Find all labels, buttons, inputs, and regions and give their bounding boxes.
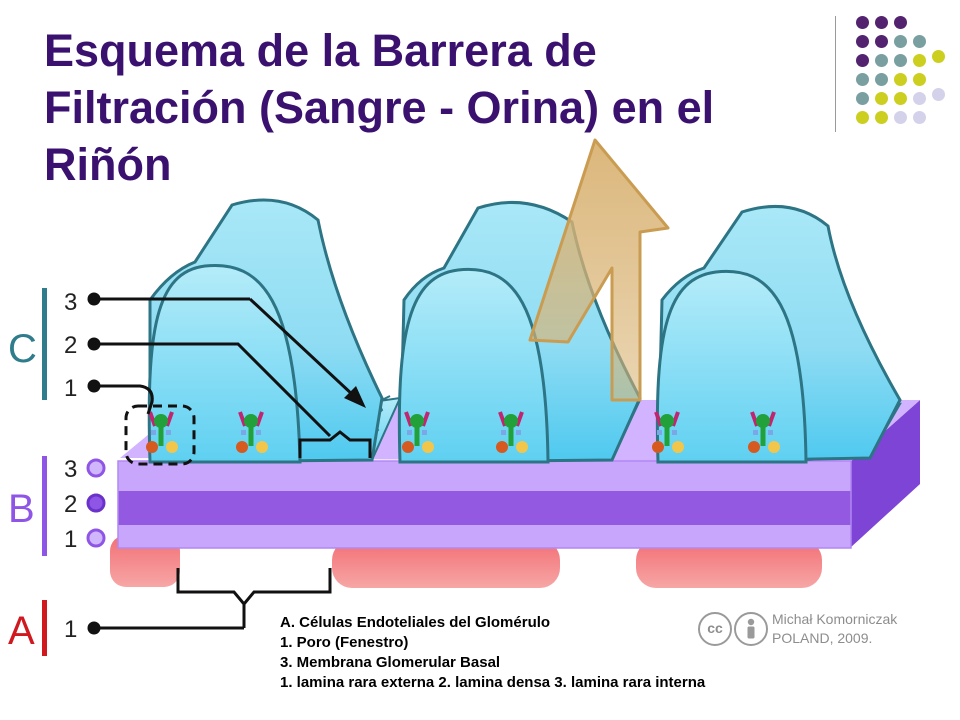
label-dot-c3 — [87, 292, 101, 306]
deco-dot — [913, 111, 926, 124]
deco-dot — [856, 73, 869, 86]
endothelial-cell — [636, 540, 822, 588]
deco-dot — [932, 88, 945, 101]
deco-dot — [875, 54, 888, 67]
slide-title: Esquema de la Barrera de Filtración (San… — [44, 25, 715, 190]
selection-box-icon — [124, 404, 196, 466]
label-dot-b2 — [86, 493, 106, 513]
caption-line: 1. lamina rara externa 2. lamina densa 3… — [280, 674, 706, 691]
label-dot-c1 — [87, 379, 101, 393]
pointer-arrowhead-c3 — [344, 386, 366, 408]
deco-dot — [875, 16, 888, 29]
label-bar-a — [42, 600, 47, 656]
deco-dot — [894, 35, 907, 48]
cc-mark: cc — [707, 620, 723, 636]
deco-dot — [856, 35, 869, 48]
label-number-c3: 3 — [64, 289, 77, 316]
deco-dot — [875, 35, 888, 48]
deco-dot — [875, 111, 888, 124]
deco-dot — [932, 50, 945, 63]
deco-dot — [913, 35, 926, 48]
label-dot-a1 — [87, 621, 101, 635]
deco-dot — [894, 92, 907, 105]
label-dot-b1 — [86, 528, 106, 548]
deco-dot — [856, 111, 869, 124]
label-bar-c — [42, 288, 47, 400]
lamina-densa — [118, 491, 851, 525]
pointer-line-c1 — [96, 384, 154, 415]
deco-dot — [894, 16, 907, 29]
pointer-bracket-c2 — [298, 430, 372, 458]
credit-author: Michał Komorniczak — [772, 611, 898, 627]
membrane-protein-icon — [652, 411, 684, 453]
endothelial-cell — [332, 540, 560, 588]
podocyte-foot — [655, 269, 808, 464]
credit-place-year: POLAND, 2009. — [772, 630, 873, 646]
label-bar-b — [42, 456, 47, 556]
deco-dot — [913, 92, 926, 105]
decorative-dot-grid — [856, 16, 956, 136]
credit-block: cc Michał Komorniczak POLAND, 2009. — [698, 608, 938, 654]
podocytes — [147, 198, 902, 464]
lamina-rara-externa — [118, 461, 851, 491]
membrane-protein-icon — [402, 411, 434, 453]
membrane-side-face — [850, 400, 920, 548]
deco-dot — [913, 73, 926, 86]
membrane-protein-icon — [146, 411, 178, 453]
section-label-b: B — [8, 487, 35, 531]
section-label-c: C — [8, 327, 37, 371]
section-label-a: A — [8, 609, 35, 653]
label-number-c2: 2 — [64, 332, 77, 359]
deco-dot — [913, 54, 926, 67]
podocyte-foot — [397, 267, 550, 464]
pointer-bracket-a1 — [176, 568, 332, 607]
membrane-protein-icon — [496, 411, 528, 453]
label-number-c1: 1 — [64, 375, 77, 402]
label-number-b2: 2 — [64, 491, 77, 518]
deco-dot — [856, 92, 869, 105]
attribution-icon — [734, 612, 768, 646]
deco-dot — [875, 92, 888, 105]
pointer-line-c3 — [248, 297, 356, 398]
cc-license-icon: cc — [698, 612, 732, 646]
label-dot-b3 — [86, 458, 106, 478]
pointer-line-c2 — [96, 342, 332, 438]
title-divider — [835, 16, 836, 132]
membrane-proteins — [146, 411, 780, 453]
caption: A. Células Endoteliales del Glomérulo 1.… — [280, 613, 840, 693]
label-number-b3: 3 — [64, 456, 77, 483]
deco-dot — [894, 73, 907, 86]
label-dot-c2 — [87, 337, 101, 351]
deco-dot — [856, 16, 869, 29]
deco-dot — [875, 73, 888, 86]
label-number-a1: 1 — [64, 616, 77, 643]
deco-dot — [856, 54, 869, 67]
endothelial-cells — [110, 535, 822, 588]
caption-line: A. Células Endoteliales del Glomérulo — [280, 614, 551, 631]
caption-line: 3. Membrana Glomerular Basal — [280, 654, 501, 671]
filtration-arrow-icon — [528, 138, 670, 402]
label-number-b1: 1 — [64, 526, 77, 553]
deco-dot — [894, 54, 907, 67]
membrane-protein-icon — [236, 411, 268, 453]
lamina-rara-interna — [118, 525, 851, 548]
c-pointer-lines — [96, 297, 372, 458]
membrane-protein-icon — [748, 411, 780, 453]
deco-dot — [894, 111, 907, 124]
caption-line: 1. Poro (Fenestro) — [280, 634, 409, 651]
